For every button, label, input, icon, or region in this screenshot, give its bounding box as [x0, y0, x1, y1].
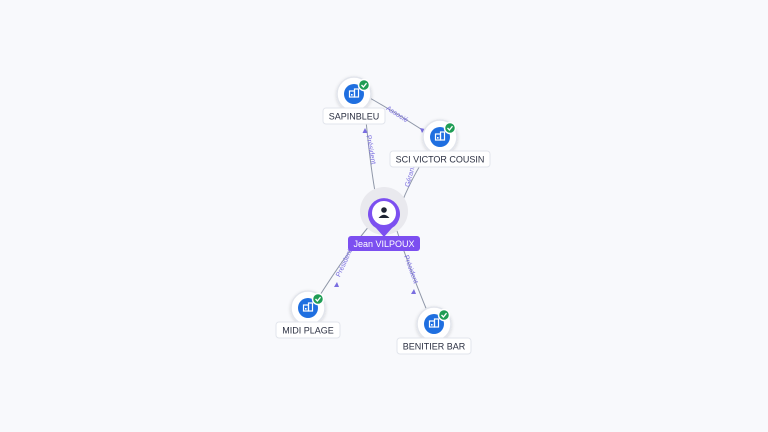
verified-badge — [443, 121, 457, 135]
company-name: MIDI PLAGE — [282, 326, 334, 336]
edge-label: Président — [335, 248, 354, 278]
verified-badge — [357, 78, 371, 92]
check-icon — [315, 296, 322, 302]
node-label-box — [275, 321, 341, 339]
node-label-box — [322, 107, 386, 125]
verified-badge — [311, 292, 325, 306]
building-icon — [302, 302, 314, 312]
node-label-box — [389, 150, 491, 168]
edge-arrow — [334, 282, 339, 287]
company-node-sapinbleu[interactable]: SAPINBLEU — [322, 76, 386, 125]
node-circle — [372, 201, 396, 225]
company-node-sci-victor-cousin[interactable]: SCI VICTOR COUSIN — [389, 119, 491, 168]
person-label-box — [348, 236, 420, 251]
check-icon — [441, 312, 448, 318]
company-name: BENITIER BAR — [403, 342, 466, 352]
edge-label: Président — [402, 254, 419, 284]
company-name: SAPINBLEU — [329, 112, 380, 122]
company-name: SCI VICTOR COUSIN — [396, 155, 485, 165]
edge-arrow — [411, 289, 416, 294]
edge-label: Associé — [385, 105, 409, 124]
person-icon — [378, 207, 390, 218]
edge-arrow — [420, 128, 425, 133]
person-node[interactable]: Jean VILPOUX — [348, 187, 420, 251]
person-name: Jean VILPOUX — [353, 239, 414, 249]
building-icon — [434, 131, 446, 141]
building-icon — [428, 318, 440, 328]
check-icon — [361, 82, 368, 88]
company-node-benitier-bar[interactable]: BENITIER BAR — [396, 306, 472, 355]
building-icon — [348, 88, 360, 98]
edge-label: Gérant — [404, 165, 416, 188]
verified-badge — [437, 308, 451, 322]
check-icon — [447, 125, 454, 131]
edge-arrow — [362, 128, 368, 133]
edge-label: Président — [364, 135, 376, 165]
node-label-box — [396, 337, 472, 355]
company-node-midi-plage[interactable]: MIDI PLAGE — [275, 290, 341, 339]
